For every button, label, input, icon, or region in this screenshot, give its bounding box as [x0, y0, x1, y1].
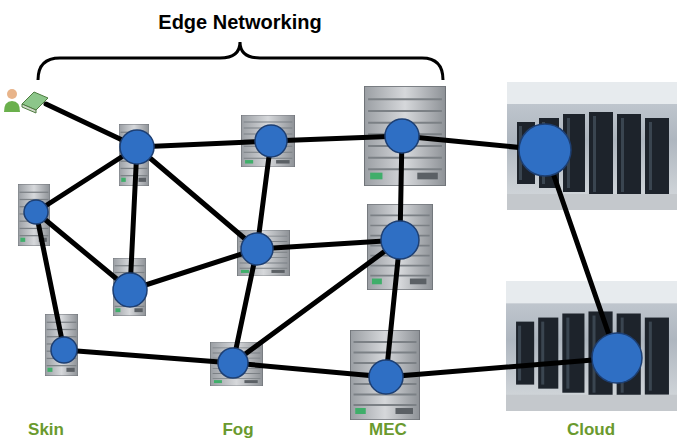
network-nodes-part	[255, 125, 287, 157]
bracket	[38, 42, 443, 80]
user-icon-part	[22, 104, 36, 113]
network-nodes-part	[592, 333, 642, 383]
network-nodes-part	[381, 221, 419, 259]
network-links-part	[271, 136, 402, 141]
network-links-part	[257, 240, 400, 249]
tier-label: Fog	[222, 420, 253, 440]
network-links-part	[36, 212, 64, 350]
server-racks	[18, 86, 446, 420]
network-links-part	[36, 147, 137, 212]
network-nodes-part	[120, 130, 154, 164]
network-links-part	[137, 147, 257, 249]
network-links-part	[64, 350, 233, 363]
server-racks-part	[45, 314, 78, 376]
network-links-part	[386, 358, 617, 377]
network-nodes-part	[369, 360, 403, 394]
user-icon-part	[7, 89, 17, 99]
network-nodes-part	[51, 337, 77, 363]
network-nodes-part	[218, 348, 248, 378]
network-links	[36, 104, 617, 377]
network-links-part	[130, 147, 137, 290]
tier-label: MEC	[369, 420, 407, 440]
network-links-part	[386, 240, 400, 377]
network-links-part	[130, 249, 257, 290]
user-icon-part	[4, 101, 20, 112]
network-links-part	[233, 363, 386, 377]
datacenter-photos-part	[507, 82, 677, 210]
user-icon	[4, 89, 48, 113]
network-links-part	[137, 141, 271, 147]
network-links-part	[545, 150, 617, 358]
network-nodes-part	[113, 273, 147, 307]
datacenter-photos-part	[506, 281, 677, 411]
tier-label: Cloud	[567, 420, 615, 440]
network-nodes-part	[241, 233, 273, 265]
network-nodes-part	[385, 119, 419, 153]
network-nodes	[24, 119, 642, 394]
server-racks-part	[18, 184, 50, 246]
tier-label: Skin	[28, 420, 64, 440]
network-nodes-part	[24, 200, 48, 224]
bracket-title: Edge Networking	[158, 11, 321, 34]
network-nodes-part	[519, 124, 571, 176]
